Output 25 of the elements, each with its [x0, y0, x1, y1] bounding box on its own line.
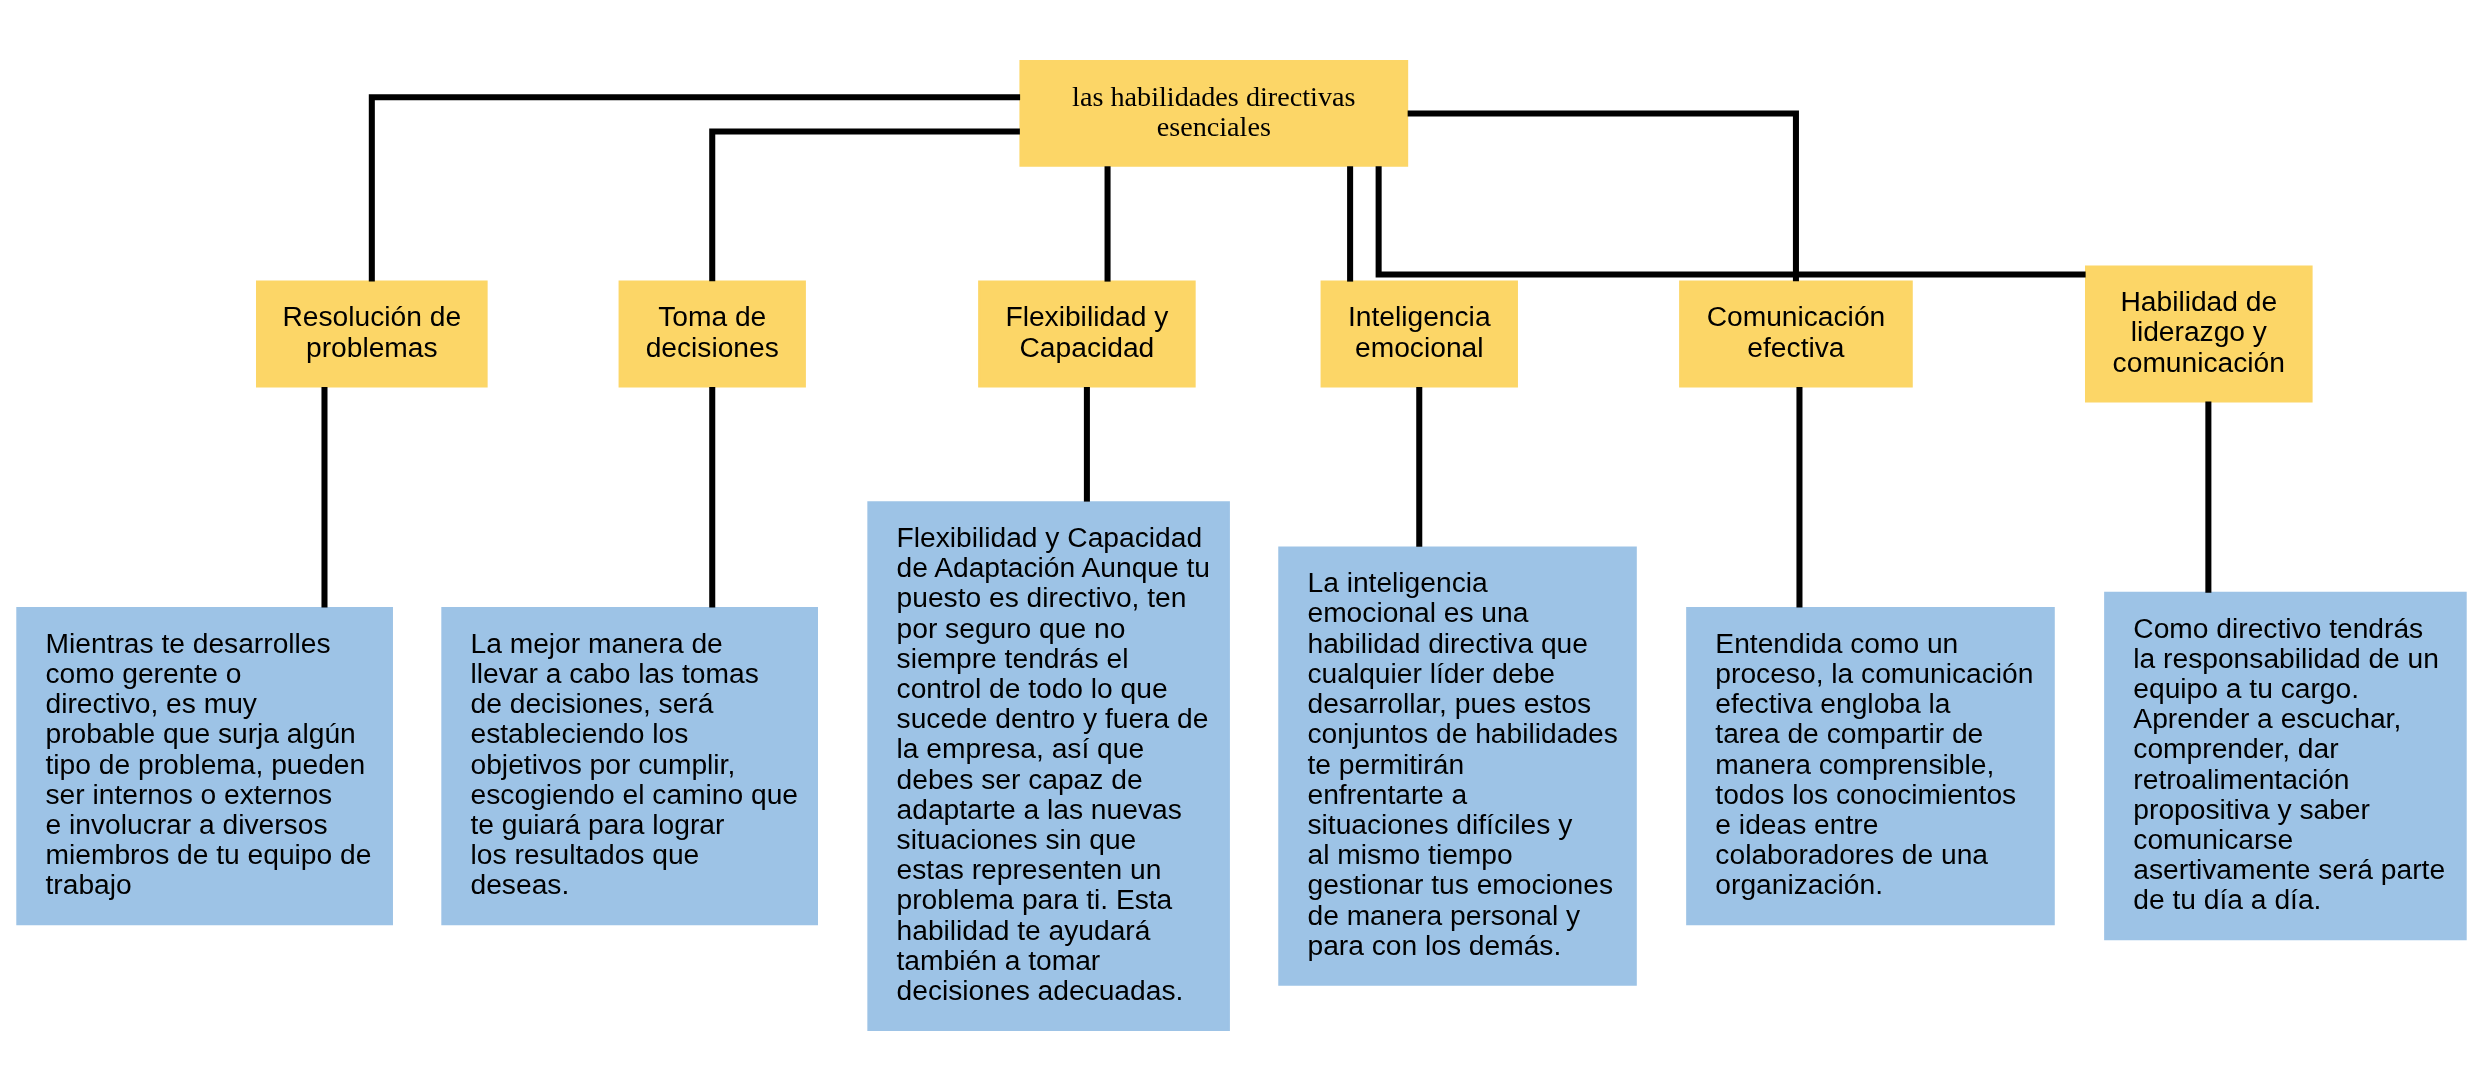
node-box: Como directivo tendrás la responsabilidad de un equipo a tu cargo. Aprender a escuchar, comprender, dar retroalimentación propositiva y saber comunicarse asertivamente será parte de tu día a día.	[2104, 591, 2467, 940]
connector	[368, 93, 1021, 281]
node-box: Toma de decisiones	[618, 280, 806, 387]
node-box: Mientras te desarrolles como gerente o directivo, es muy probable que surja algún tipo de problema, pueden ser internos o externos e involucrar a diversos miembros de tu equipo de trabajo	[16, 606, 393, 925]
connector	[1375, 165, 2086, 278]
connector	[1083, 386, 1090, 502]
node-box: Resolución de problemas	[256, 280, 488, 387]
node-box: Flexibilidad y Capacidad de Adaptación Aunque tu puesto es directivo, ten por seguro que no siempre tendrás el control de todo lo que sucede dentro y fuera de la empresa, así que debes ser capaz de adaptarte a las nuevas situaciones sin que estas representen un problema para ti. Esta habilidad te ayudará también a tomar decisiones adecuadas.	[867, 500, 1230, 1031]
connector	[709, 128, 1020, 281]
node-box: Inteligencia emocional	[1320, 280, 1518, 387]
node-box: Comunicación efectiva	[1679, 280, 1913, 387]
node-box: Habilidad de liderazgo y comunicación	[2085, 265, 2313, 402]
connector	[1796, 386, 1803, 607]
node-box: La inteligencia emocional es una habilidad directiva que cualquier líder debe desarrollar, pues estos conjuntos de habilidades te permitirán enfrentarte a situaciones difíciles y al mismo tiempo gestionar tus emociones de manera personal y para con los demás.	[1278, 546, 1637, 986]
node-box: las habilidades directivas esenciales	[1019, 59, 1409, 167]
node-box: Entendida como un proceso, la comunicación efectiva engloba la tarea de compartir de manera comprensible, todos los conocimientos e ideas entre colaboradores de una organización.	[1686, 606, 2055, 925]
node-box: La mejor manera de llevar a cabo las tomas de decisiones, será estableciendo los objetivos por cumplir, escogiendo el camino que te guiará para lograr los resultados que deseas.	[441, 606, 818, 925]
connector	[709, 386, 716, 607]
connector	[2205, 401, 2212, 593]
connector	[1347, 165, 1354, 282]
connector	[1416, 386, 1423, 547]
connector	[1104, 165, 1111, 282]
connector	[1407, 109, 1799, 281]
node-box: Flexibilidad y Capacidad	[978, 280, 1196, 387]
connector	[321, 386, 328, 607]
